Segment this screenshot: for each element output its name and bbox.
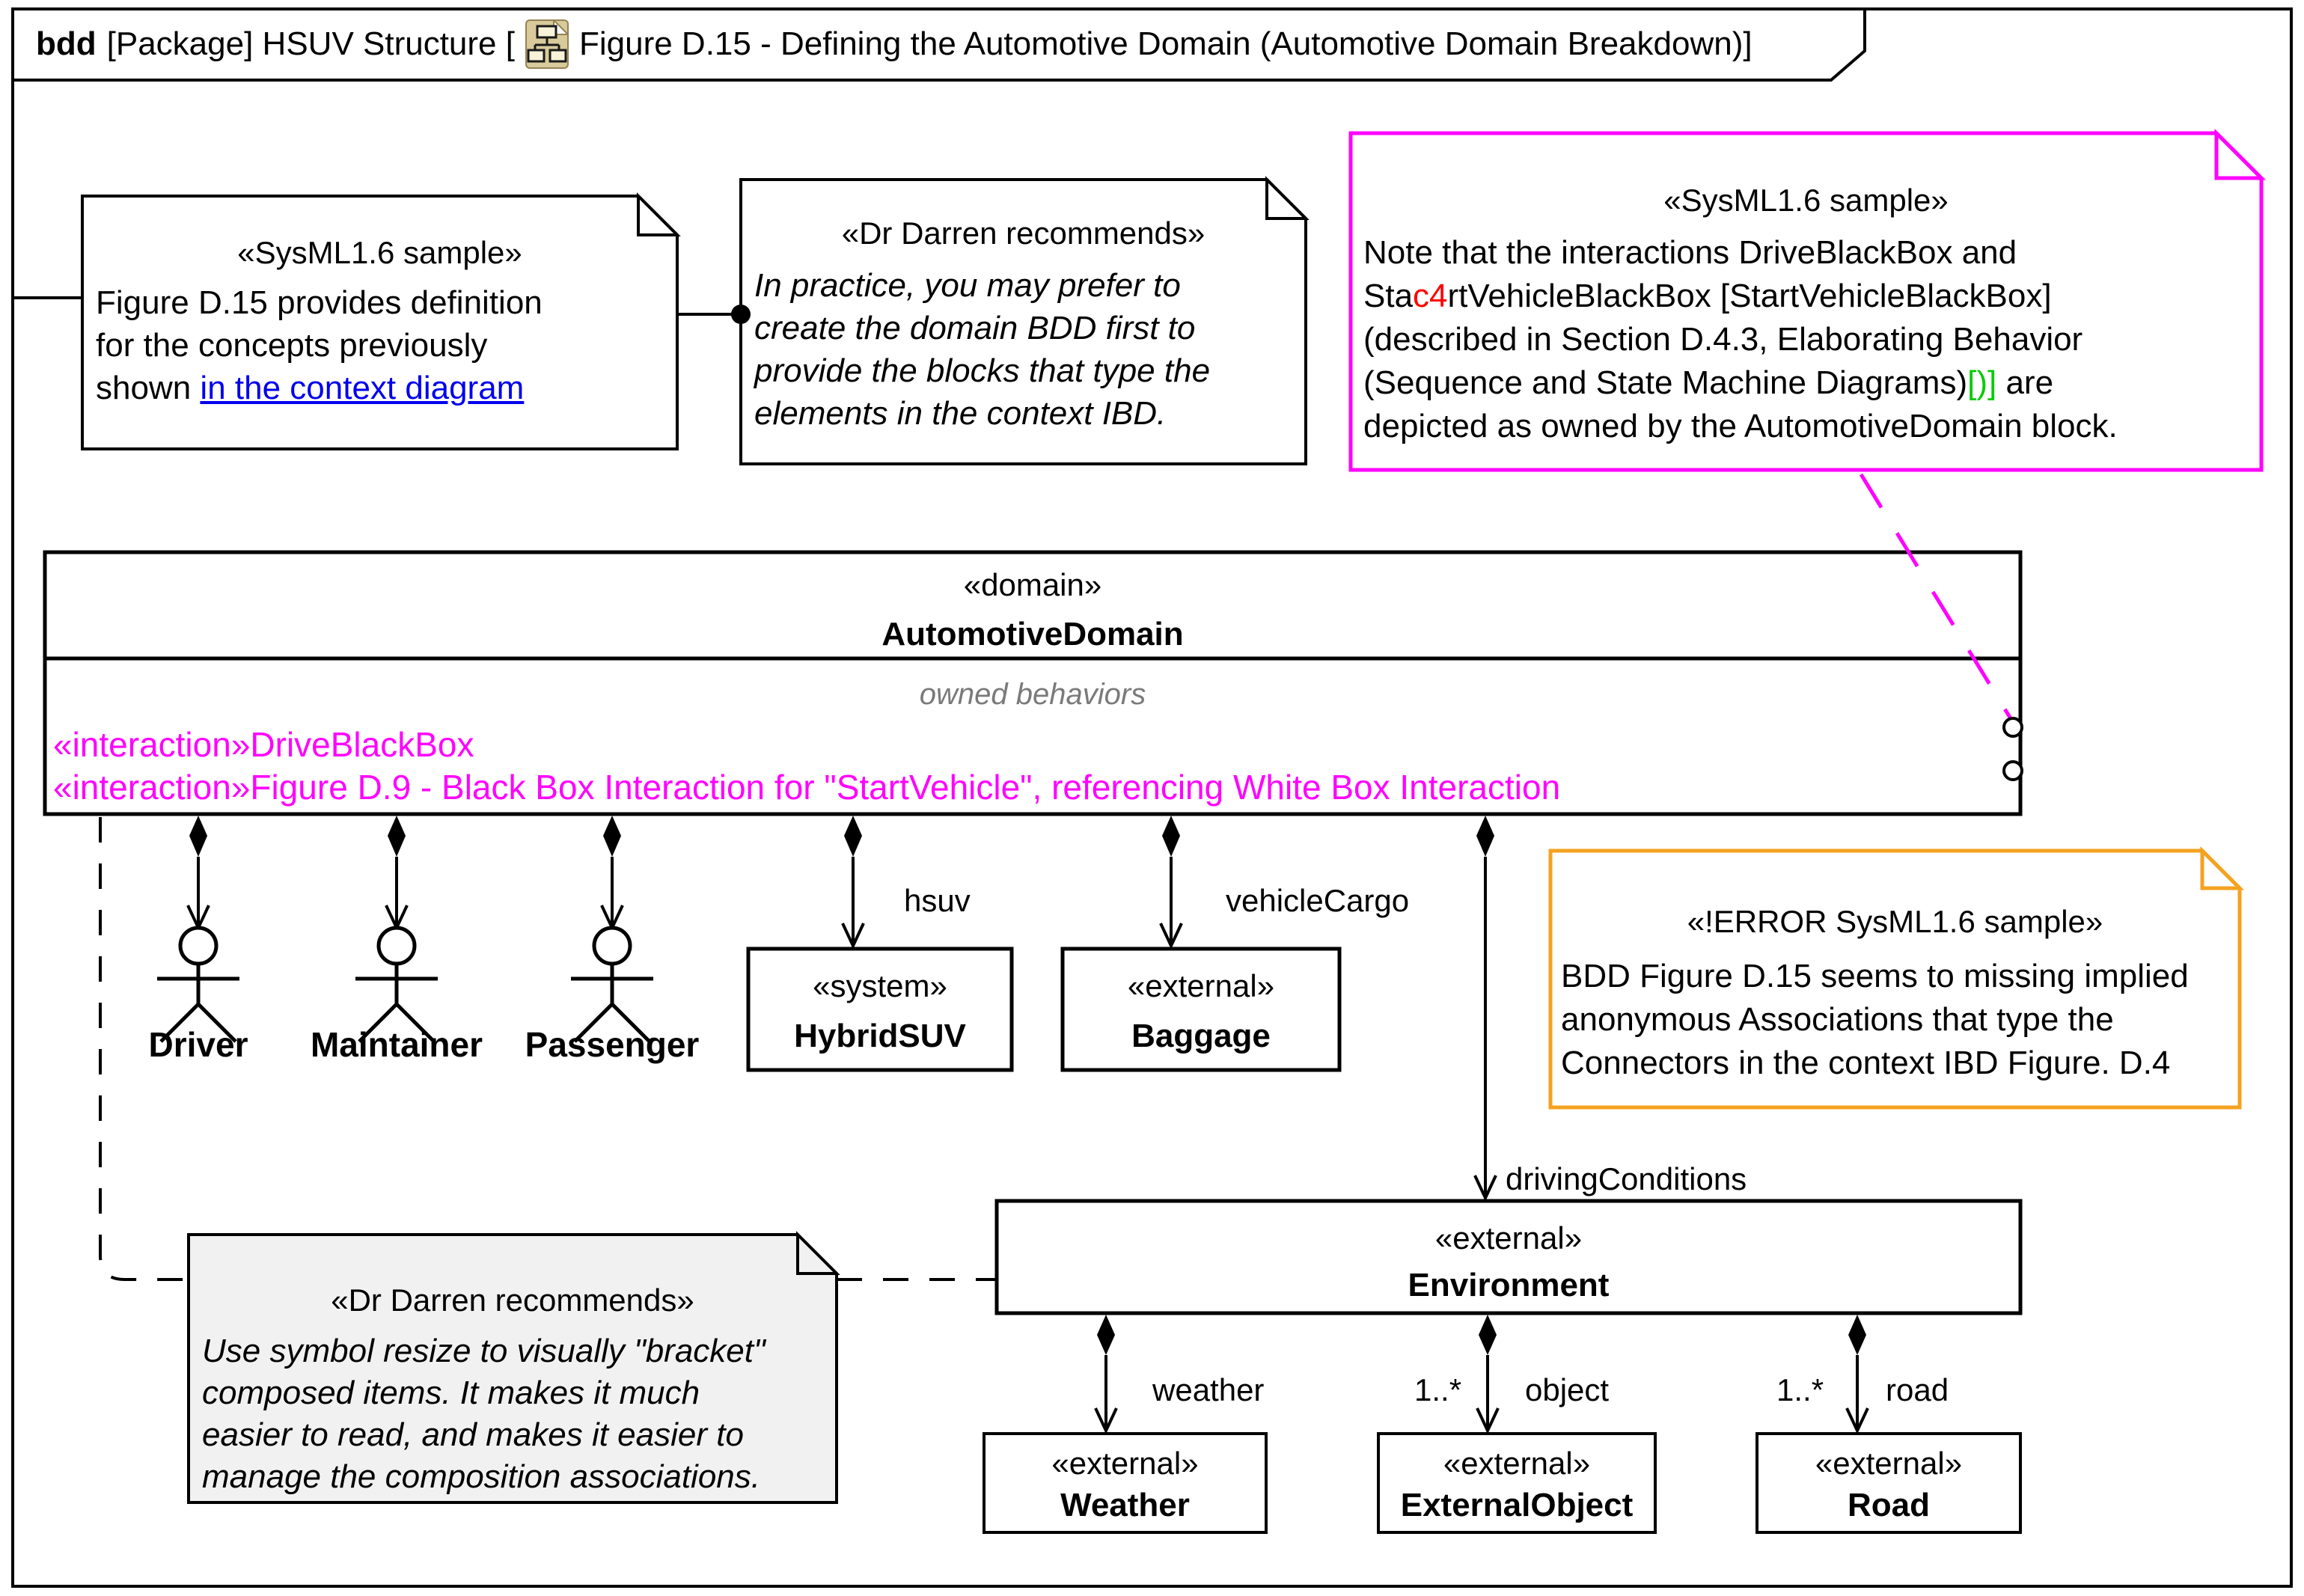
baggage-name: Baggage [1131,1018,1271,1054]
block-automotive-domain[interactable] [43,550,2023,816]
bdd-diagram-icon [525,18,570,69]
owned-behavior-driveblackbox[interactable]: «interaction»DriveBlackBox [53,725,474,764]
note3-line3: (described in Section D.4.3, Elaborating… [1363,321,2083,358]
multiplicity-road: 1..* [1776,1372,1824,1407]
gray-note-line3: easier to read, and makes it easier to [202,1416,744,1453]
note-fold-corner [1265,176,1310,220]
note2-line2: create the domain BDD first to [754,310,1196,346]
note-fold-corner [637,192,681,236]
hybridsuv-stereotype: «system» [813,968,947,1003]
weather-name: Weather [1060,1487,1190,1523]
dashed-connector-block-to-gray-note [99,817,189,1281]
note-anchor-dot [731,305,751,324]
gray-note-stereotype: «Dr Darren recommends» [331,1282,694,1318]
error-note-line3: Connectors in the context IBD Figure. D.… [1561,1045,2171,1081]
gray-note-line1: Use symbol resize to visually "bracket" [202,1333,766,1369]
title-compartment-outline [13,9,1866,82]
note2-line3: provide the blocks that type the [754,352,1211,389]
note-error-orange[interactable] [1548,846,2245,1110]
note1-line3: shown in the context diagram [96,367,524,409]
note-fold-corner [2200,846,2245,890]
owned-behavior-figure-d9[interactable]: «interaction»Figure D.9 - Black Box Inte… [53,768,1561,807]
hybridsuv-name: HybridSUV [794,1018,966,1054]
composition-connectors [186,857,1497,1202]
externalobject-name: ExternalObject [1400,1487,1634,1523]
role-label-drivingconditions: drivingConditions [1506,1161,1747,1196]
behavior-port-circle-2 [2002,760,2023,781]
note3-stereotype: «SysML1.6 sample» [1663,183,1949,218]
automotive-domain-name: AutomotiveDomain [881,616,1184,652]
note3-line2: Stac4rtVehicleBlackBox [StartVehicleBlac… [1363,275,2052,317]
note3-line1: Note that the interactions DriveBlackBox… [1363,234,2017,271]
note2-line1: In practice, you may prefer to [754,267,1181,304]
note2-stereotype: «Dr Darren recommends» [841,215,1206,251]
diagram-title-bar: bdd [Package] HSUV Structure [ Figure D.… [36,18,1753,70]
note2-line4: elements in the context IBD. [754,395,1167,432]
externalobject-stereotype: «external» [1443,1446,1591,1481]
note3-line2-red-typo: c4 [1413,278,1448,314]
block-externalobject[interactable] [1377,1432,1657,1534]
weather-stereotype: «external» [1051,1446,1199,1481]
diagram-kind-label: bdd [36,25,97,62]
actor-maintainer[interactable] [355,926,438,1043]
context-diagram-link[interactable]: in the context diagram [200,370,525,406]
owned-behaviors-label: owned behaviors [919,678,1146,711]
role-label-weather: weather [1152,1372,1265,1407]
note3-line4: (Sequence and State Machine Diagrams)[)]… [1363,362,2053,404]
road-name: Road [1848,1487,1930,1523]
actor-driver-label: Driver [148,1025,248,1064]
note3-line4-pre: (Sequence and State Machine Diagrams) [1363,364,1968,401]
note1-stereotype: «SysML1.6 sample» [237,235,522,270]
environment-stereotype: «external» [1434,1220,1583,1256]
block-environment[interactable] [994,1199,2023,1315]
behavior-port-circle-1 [2002,717,2023,738]
block-hybridsuv[interactable] [746,947,1014,1072]
dashed-connector-magenta-note-to-block [1859,473,2014,721]
diagram-title-part2: Figure D.15 - Defining the Automotive Do… [578,25,1753,62]
note1-line1: Figure D.15 provides definition [96,284,543,321]
error-note-line1: BDD Figure D.15 seems to missing implied [1561,958,2189,994]
composition-diamonds [189,816,1494,857]
diagram-frame [11,7,2293,1588]
note-sample2-magenta[interactable] [1348,128,2267,472]
note1-line2: for the concepts previously [96,327,488,364]
error-note-line2: anonymous Associations that type the [1561,1001,2114,1038]
error-note-stereotype: «!ERROR SysML1.6 sample» [1687,904,2103,939]
diagram-title-part1: [Package] HSUV Structure [ [106,25,515,62]
multiplicity-object: 1..* [1414,1372,1462,1407]
note3-line4-post: are [1996,364,2054,401]
note3-line5: depicted as owned by the AutomotiveDomai… [1363,408,2118,444]
block-road[interactable] [1755,1432,2022,1534]
environment-composition-diamonds [1097,1315,1866,1355]
role-label-hsuv: hsuv [904,883,971,918]
role-label-object: object [1525,1372,1610,1407]
note3-line4-green-typo: [)] [1967,364,1997,401]
baggage-stereotype: «external» [1127,968,1275,1003]
actor-maintainer-label: Maintainer [310,1025,483,1064]
environment-name: Environment [1408,1267,1610,1303]
actor-driver[interactable] [157,926,239,1043]
note1-line3-prefix: shown [96,370,201,406]
block-weather[interactable] [983,1432,1268,1534]
environment-composition-connectors [1094,1355,1869,1434]
note-fold-corner [2214,128,2267,180]
actor-passenger[interactable] [571,926,653,1043]
note-recommend2-gray[interactable] [187,1231,840,1504]
role-label-vehiclecargo: vehicleCargo [1226,883,1410,918]
note3-line2-pre: Sta [1363,278,1414,314]
role-label-road: road [1886,1372,1949,1407]
note-sample1[interactable] [81,192,681,450]
block-baggage[interactable] [1060,947,1342,1072]
road-stereotype: «external» [1815,1446,1963,1481]
note3-line2-post: rtVehicleBlackBox [StartVehicleBlackBox] [1447,278,2052,314]
automotive-domain-stereotype: «domain» [963,567,1102,602]
note-fold-corner [796,1231,840,1275]
gray-note-line2: composed items. It makes it much [202,1375,700,1411]
note-recommend1[interactable] [739,176,1310,465]
gray-note-line4: manage the composition associations. [202,1458,760,1495]
actor-passenger-label: Passenger [525,1025,700,1064]
